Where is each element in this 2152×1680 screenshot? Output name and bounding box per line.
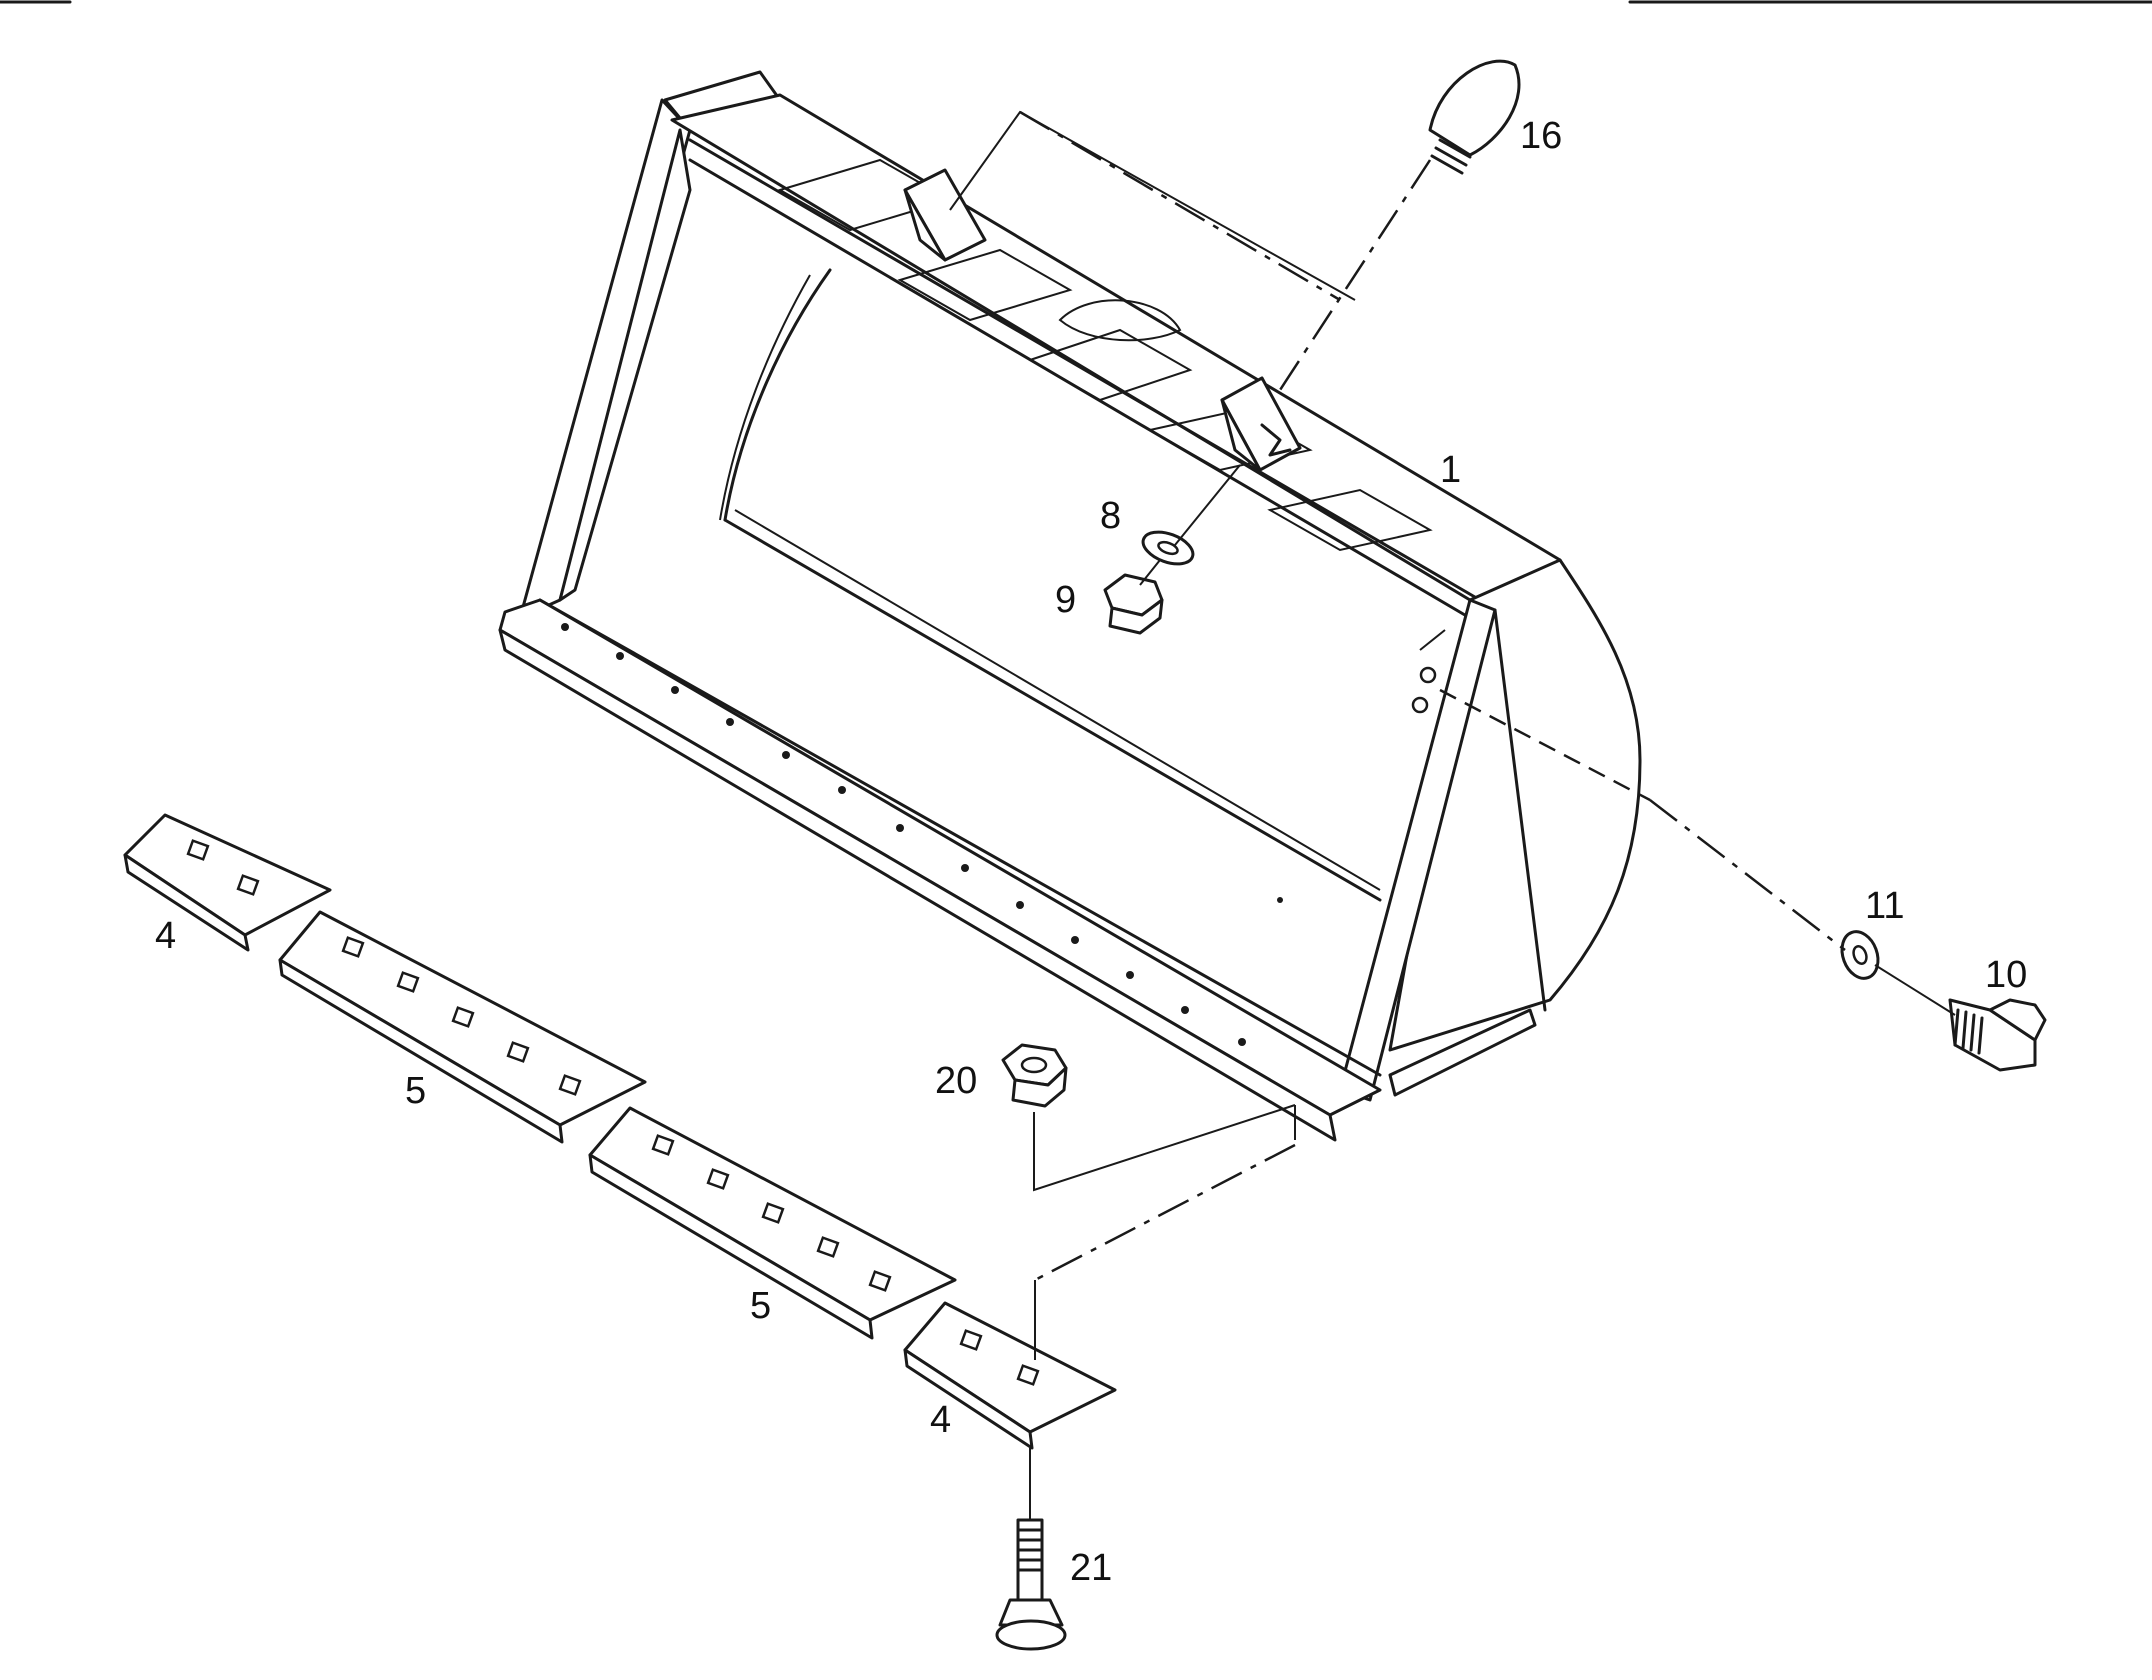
washer-11 [1840,930,1880,980]
cutting-edge-end-left [123,813,332,952]
washer-8 [1141,530,1195,566]
callout-labels: 16 1 8 9 11 10 4 5 20 5 4 21 [155,115,2027,1589]
cutting-edge-end-right [903,1301,1117,1450]
bolt-10 [1948,998,2047,1072]
assembly-lines [949,110,1956,1520]
lifting-lugs [903,168,1302,472]
bolt-21 [995,1518,1067,1651]
nut-9 [1103,573,1164,635]
callout-1: 1 [1440,449,1461,491]
callout-9: 9 [1055,579,1076,621]
nut-20 [1001,1043,1068,1108]
callout-16: 16 [1520,115,1562,157]
cutting-edge-mid-right [588,1106,957,1340]
cutting-edge-mid-left [278,910,647,1144]
lip-bolt-holes [561,623,1283,1046]
bolt-plug-16 [1428,59,1521,175]
bucket [498,70,1642,1142]
callout-20: 20 [935,1060,977,1102]
callout-21: 21 [1070,1547,1112,1589]
callout-11: 11 [1865,885,1904,927]
callout-4-left: 4 [155,915,176,957]
callout-5-right: 5 [750,1285,771,1327]
callout-10: 10 [1985,954,2027,996]
callout-8: 8 [1100,495,1121,537]
callout-4-right: 4 [930,1399,951,1441]
callout-5-left: 5 [405,1070,426,1112]
